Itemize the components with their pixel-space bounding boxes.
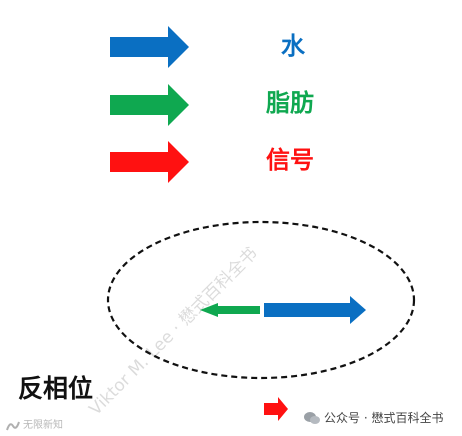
wechat-icon (304, 412, 320, 424)
corner-logo: 无限新知 (6, 418, 63, 434)
corner-logo-text: 无限新知 (23, 420, 63, 431)
signal-vector-arrow (264, 397, 288, 421)
water-vector-arrow (264, 296, 366, 324)
legend-arrow-signal (110, 141, 189, 183)
dashed-ellipse (106, 220, 416, 380)
source-text: 公众号 · 懋式百科全书 (324, 411, 444, 425)
fat-arrow-shape (110, 84, 189, 126)
footer-source: 公众号 · 懋式百科全书 (304, 410, 443, 426)
logo-icon (6, 421, 20, 431)
legend-label-signal: 信号 (266, 146, 314, 174)
phase-label: 反相位 (18, 374, 94, 403)
fat-vector-arrow (200, 303, 260, 317)
legend-arrow-water (110, 26, 189, 68)
signal-arrow-shape (110, 141, 189, 183)
legend-arrow-fat (110, 84, 189, 126)
water-arrow-shape (110, 26, 189, 68)
legend-label-fat: 脂肪 (266, 89, 314, 117)
legend-label-water: 水 (281, 32, 305, 60)
